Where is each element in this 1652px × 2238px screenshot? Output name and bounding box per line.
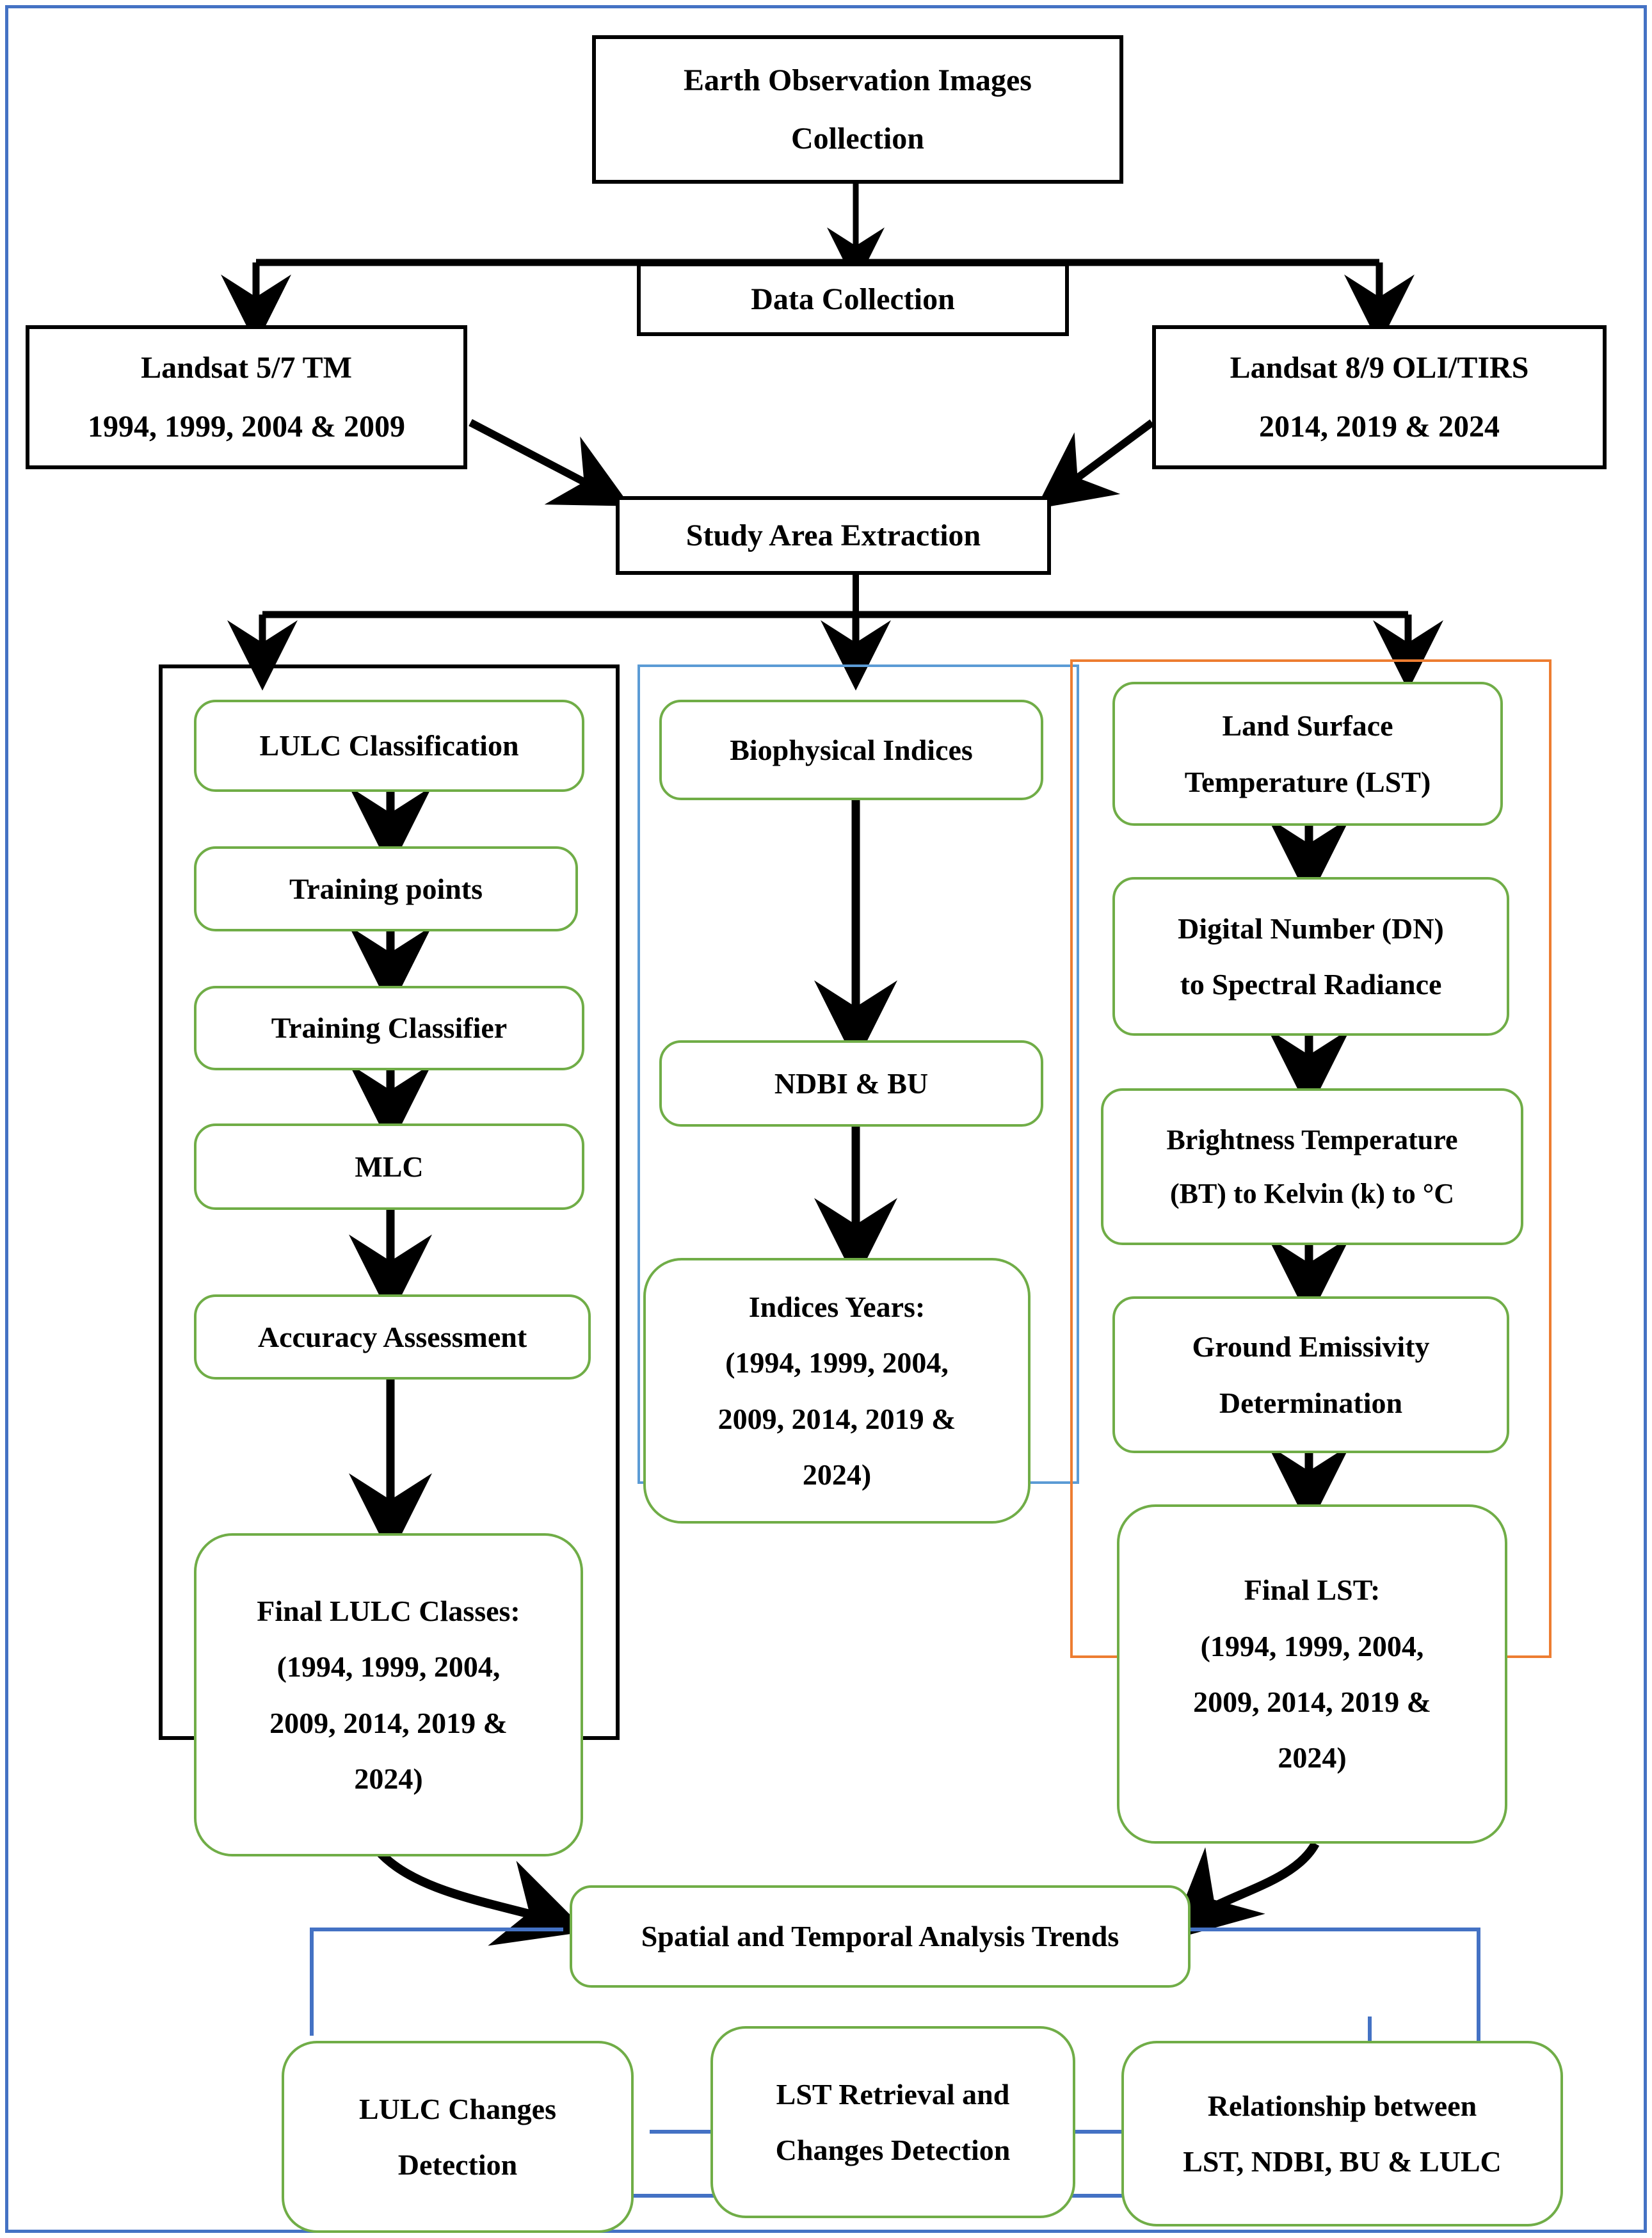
final-lulc-line4: 2024) — [354, 1762, 423, 1795]
final-lulc-line2: (1994, 1999, 2004, — [277, 1650, 501, 1684]
node-land-surface-temperature[interactable]: Land Surface Temperature (LST) — [1112, 682, 1503, 826]
node-accuracy-assessment[interactable]: Accuracy Assessment — [194, 1294, 591, 1380]
lst-line1: Land Surface — [1222, 709, 1393, 743]
node-landsat-8-9-oli-tirs[interactable]: Landsat 8/9 OLI/TIRS 2014, 2019 & 2024 — [1152, 325, 1607, 469]
node-landsat-5-7-tm[interactable]: Landsat 5/7 TM 1994, 1999, 2004 & 2009 — [26, 325, 467, 469]
node-indices-years[interactable]: Indices Years: (1994, 1999, 2004, 2009, … — [643, 1258, 1030, 1524]
landsat-57-line1: Landsat 5/7 TM — [141, 351, 352, 385]
lst-retrieval-line1: LST Retrieval and — [776, 2077, 1010, 2111]
relationship-line1: Relationship between — [1207, 2089, 1477, 2122]
final-lst-line4: 2024) — [1278, 1741, 1347, 1775]
node-data-collection[interactable]: Data Collection — [637, 262, 1069, 336]
relationship-line2: LST, NDBI, BU & LULC — [1183, 2145, 1502, 2178]
node-ground-emissivity-determination[interactable]: Ground Emissivity Determination — [1112, 1296, 1509, 1453]
node-final-lulc-classes[interactable]: Final LULC Classes: (1994, 1999, 2004, 2… — [194, 1533, 583, 1856]
dn-to-radiance-line2: to Spectral Radiance — [1180, 968, 1442, 1001]
lst-retrieval-line2: Changes Detection — [775, 2134, 1011, 2166]
node-training-classifier[interactable]: Training Classifier — [194, 986, 584, 1070]
lulc-classification-line1: LULC Classification — [259, 729, 519, 762]
data-collection-line1: Data Collection — [751, 282, 955, 316]
node-dn-to-spectral-radiance[interactable]: Digital Number (DN) to Spectral Radiance — [1112, 877, 1509, 1036]
node-biophysical-indices[interactable]: Biophysical Indices — [659, 700, 1043, 800]
indices-years-line2: (1994, 1999, 2004, — [725, 1346, 949, 1380]
node-final-lst[interactable]: Final LST: (1994, 1999, 2004, 2009, 2014… — [1117, 1504, 1507, 1844]
indices-years-line4: 2024) — [802, 1458, 872, 1491]
bt-to-kelvin-line2: (BT) to Kelvin (k) to °C — [1169, 1177, 1455, 1209]
landsat-89-line2: 2014, 2019 & 2024 — [1259, 409, 1500, 444]
earth-observation-line1: Earth Observation Images — [684, 63, 1032, 97]
final-lst-line2: (1994, 1999, 2004, — [1200, 1629, 1424, 1662]
node-training-points[interactable]: Training points — [194, 846, 578, 931]
ndbi-bu-line1: NDBI & BU — [774, 1067, 929, 1100]
node-brightness-temperature-to-kelvin[interactable]: Brightness Temperature (BT) to Kelvin (k… — [1101, 1088, 1523, 1245]
lulc-changes-line1: LULC Changes — [358, 2092, 556, 2125]
ground-emissivity-line2: Determination — [1219, 1386, 1403, 1419]
node-lst-retrieval-changes-detection[interactable]: LST Retrieval and Changes Detection — [710, 2026, 1075, 2218]
study-area-line1: Study Area Extraction — [686, 518, 981, 552]
earth-observation-line2: Collection — [791, 122, 924, 156]
node-spatial-temporal-analysis-trends[interactable]: Spatial and Temporal Analysis Trends — [570, 1885, 1191, 1988]
accuracy-assessment-line1: Accuracy Assessment — [257, 1320, 527, 1353]
mlc-line1: MLC — [355, 1150, 424, 1183]
bt-to-kelvin-line1: Brightness Temperature — [1166, 1123, 1458, 1155]
node-lulc-classification[interactable]: LULC Classification — [194, 700, 584, 792]
landsat-89-line1: Landsat 8/9 OLI/TIRS — [1230, 351, 1529, 385]
spatial-temporal-line1: Spatial and Temporal Analysis Trends — [641, 1920, 1119, 1953]
node-study-area-extraction[interactable]: Study Area Extraction — [616, 496, 1051, 575]
lulc-changes-line2: Detection — [397, 2148, 518, 2181]
final-lst-line1: Final LST: — [1244, 1574, 1381, 1607]
final-lst-line3: 2009, 2014, 2019 & — [1193, 1686, 1431, 1718]
final-lulc-line3: 2009, 2014, 2019 & — [269, 1706, 508, 1739]
node-relationship-lst-ndbi-bu-lulc[interactable]: Relationship between LST, NDBI, BU & LUL… — [1121, 2041, 1563, 2226]
training-points-line1: Training points — [289, 872, 483, 905]
landsat-57-line2: 1994, 1999, 2004 & 2009 — [88, 409, 405, 444]
node-earth-observation-images-collection[interactable]: Earth Observation Images Collection — [592, 35, 1123, 184]
biophysical-indices-line1: Biophysical Indices — [730, 733, 973, 766]
dn-to-radiance-line1: Digital Number (DN) — [1178, 912, 1444, 945]
node-ndbi-bu[interactable]: NDBI & BU — [659, 1040, 1043, 1127]
node-lulc-changes-detection[interactable]: LULC Changes Detection — [282, 2041, 634, 2233]
indices-years-line1: Indices Years: — [748, 1290, 926, 1323]
node-mlc[interactable]: MLC — [194, 1123, 584, 1210]
page-border — [5, 5, 1647, 2233]
ground-emissivity-line1: Ground Emissivity — [1192, 1330, 1430, 1364]
indices-years-line3: 2009, 2014, 2019 & — [718, 1402, 956, 1435]
lst-line2: Temperature (LST) — [1184, 765, 1431, 798]
final-lulc-line1: Final LULC Classes: — [257, 1594, 520, 1627]
training-classifier-line1: Training Classifier — [271, 1011, 508, 1045]
